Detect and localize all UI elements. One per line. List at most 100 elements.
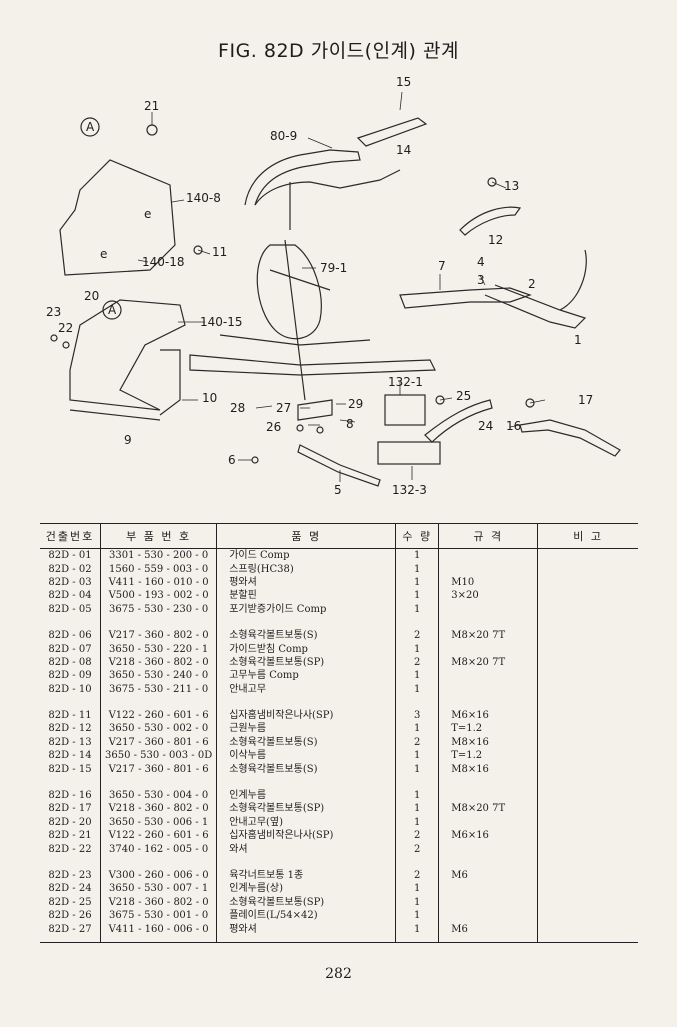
spacer-cell — [395, 775, 440, 789]
cell-ref-no: 82D - 02 — [40, 562, 101, 576]
cell-spec: M6×16 — [438, 829, 539, 843]
callout-26: 26 — [266, 420, 281, 434]
callout-140-8: 140-8 — [186, 191, 221, 205]
cell-part-name: 인계누름 — [216, 788, 397, 803]
cell-remarks — [538, 869, 638, 882]
cell-ref-no: 82D - 03 — [40, 575, 101, 590]
cell-part-name: 소형육각볼트보통(S) — [216, 762, 397, 776]
callout-3: 3 — [477, 273, 485, 287]
cell-ref-no: 82D - 23 — [40, 868, 101, 883]
cell-remarks — [538, 816, 638, 829]
diagram-mark: e — [144, 207, 151, 221]
part-7-shape — [399, 287, 532, 309]
cell-qty: 1 — [395, 642, 440, 656]
callout-14: 14 — [396, 143, 411, 157]
cell-part-name: 플레이트(L/54×42) — [216, 908, 397, 923]
spacer-cell — [100, 775, 218, 789]
cell-part-name: 와셔 — [216, 842, 397, 856]
cell-ref-no: 82D - 17 — [40, 802, 101, 816]
part-1-shape — [484, 284, 587, 329]
column-header-name: 품 명 — [216, 523, 397, 549]
cell-ref-no: 82D - 22 — [40, 842, 101, 856]
cell-part-no: V500 - 193 - 002 - 0 — [100, 589, 218, 603]
cell-ref-no: 82D - 21 — [40, 829, 101, 843]
cell-remarks — [538, 789, 638, 802]
cell-part-no: V300 - 260 - 006 - 0 — [100, 868, 218, 883]
cell-remarks — [537, 922, 638, 943]
callout-29: 29 — [348, 397, 363, 411]
cell-part-name: 소형육각볼트보통(S) — [216, 628, 397, 643]
cell-part-no: 3650 - 530 - 006 - 1 — [100, 815, 218, 830]
cell-ref-no: 82D - 25 — [40, 895, 101, 909]
callout-6: 6 — [228, 453, 236, 467]
cell-part-no: 3740 - 162 - 005 - 0 — [100, 842, 218, 856]
cell-part-no: V411 - 160 - 006 - 0 — [100, 922, 218, 943]
spacer-cell — [438, 695, 539, 709]
spacer-cell — [538, 616, 638, 629]
cell-part-no: V122 - 260 - 601 - 6 — [100, 829, 218, 843]
part-140-8-shape — [59, 159, 176, 276]
callout-2: 2 — [528, 277, 536, 291]
cell-remarks — [538, 749, 638, 762]
cell-qty: 2 — [395, 655, 440, 670]
spacer-cell — [538, 696, 638, 709]
column-header-qty: 수 량 — [395, 523, 440, 549]
cell-ref-no: 82D - 06 — [40, 628, 101, 643]
cell-part-no: V217 - 360 - 801 - 6 — [100, 762, 218, 776]
cell-part-name: 안내고무(옆) — [216, 815, 397, 830]
cell-remarks — [538, 829, 638, 842]
diagram-mark: e — [100, 247, 107, 261]
callout-15: 15 — [396, 75, 411, 89]
cell-part-no: V411 - 160 - 010 - 0 — [100, 575, 218, 590]
cell-remarks — [538, 683, 638, 696]
cell-qty: 2 — [395, 628, 440, 643]
cell-part-no: V218 - 360 - 802 - 0 — [100, 802, 218, 816]
spacer-cell — [538, 856, 638, 869]
cell-spec: M6 — [438, 868, 539, 883]
callout-4: 4 — [477, 255, 485, 269]
cell-remarks — [538, 762, 638, 775]
cell-spec — [438, 548, 539, 563]
view-marker-label: A — [108, 303, 117, 317]
cell-qty: 1 — [395, 602, 440, 616]
cell-ref-no: 82D - 27 — [40, 922, 101, 943]
cell-qty: 1 — [395, 908, 440, 923]
part-16-shape — [519, 419, 621, 457]
part-132-1-shape — [384, 394, 426, 426]
callout-9: 9 — [124, 433, 132, 447]
cell-part-no: 3650 - 530 - 220 - 1 — [100, 642, 218, 656]
callout-24: 24 — [478, 419, 493, 433]
cell-spec: M8×20 7T — [438, 802, 539, 816]
spacer-cell — [395, 695, 440, 709]
part-79-1-shape — [256, 244, 322, 340]
column-header-spec: 규 격 — [438, 523, 539, 549]
callout-140-18: 140-18 — [142, 255, 185, 269]
callout-5: 5 — [334, 483, 342, 497]
cell-remarks — [538, 642, 638, 655]
page-number: 282 — [325, 966, 352, 982]
cell-part-name: 이삭누름 — [216, 749, 397, 763]
cell-remarks — [538, 629, 638, 642]
cell-part-no: V217 - 360 - 802 - 0 — [100, 628, 218, 643]
callout-8: 8 — [346, 417, 354, 431]
part-14-shape — [356, 117, 428, 147]
cell-remarks — [538, 576, 638, 589]
column-header-remarks: 비 고 — [537, 523, 638, 549]
callout-20: 20 — [84, 289, 99, 303]
part-132-3-shape — [377, 441, 441, 465]
cell-ref-no: 82D - 20 — [40, 815, 101, 830]
view-marker-a-lower — [102, 300, 122, 320]
cell-qty: 1 — [395, 749, 440, 763]
cell-remarks — [538, 603, 638, 616]
cell-remarks — [538, 562, 638, 575]
cell-remarks — [538, 709, 638, 722]
view-marker-label: A — [86, 120, 95, 134]
callout-22: 22 — [58, 321, 73, 335]
callout-10: 10 — [202, 391, 217, 405]
